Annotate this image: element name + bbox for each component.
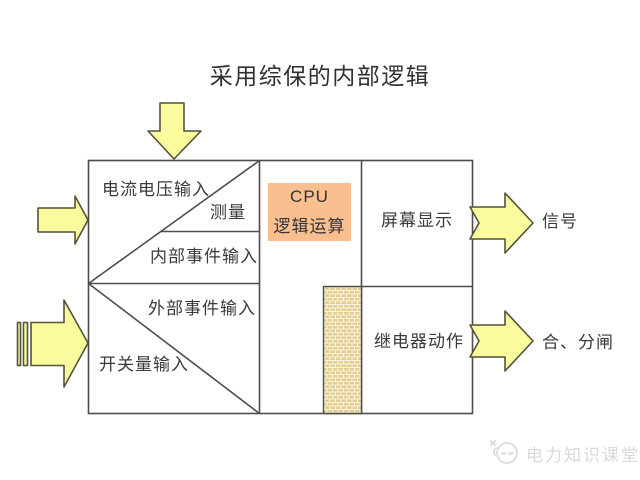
label-measurement: 测量 — [210, 203, 246, 222]
label-close-open-output: 合、分闸 — [542, 333, 614, 352]
watermark-text: 电力知识课堂 — [526, 445, 640, 465]
label-current-voltage-input: 电流电压输入 — [102, 180, 210, 199]
diagonal-upper — [88, 159, 260, 285]
cpu-box-subtitle: 逻辑运算 — [273, 217, 346, 236]
label-signal-output: 信号 — [542, 212, 578, 231]
brick-column — [322, 285, 363, 415]
down-arrow-icon — [147, 102, 202, 160]
label-screen-display: 屏幕显示 — [381, 211, 453, 230]
label-switch-input: 开关量输入 — [99, 355, 189, 374]
striped-arrow-icon — [30, 299, 89, 388]
watermark-logo-icon — [490, 440, 518, 464]
label-relay-action: 继电器动作 — [374, 332, 464, 351]
signal-arrow-icon — [469, 192, 534, 254]
cpu-box: CPU 逻辑运算 — [268, 183, 351, 241]
page-title: 采用综保的内部逻辑 — [209, 63, 431, 89]
input-arrow-icon — [37, 195, 89, 245]
label-external-event-input: 外部事件输入 — [148, 299, 256, 318]
label-internal-event-input: 内部事件输入 — [150, 247, 258, 266]
cpu-box-title: CPU — [290, 187, 329, 206]
diagonal-lower — [88, 282, 260, 415]
watermark: 电力知识课堂 — [486, 434, 640, 468]
trip-arrow-icon — [469, 310, 534, 372]
striped-arrow-bar-icon — [22, 321, 29, 367]
striped-arrow-bar-icon — [16, 321, 22, 367]
